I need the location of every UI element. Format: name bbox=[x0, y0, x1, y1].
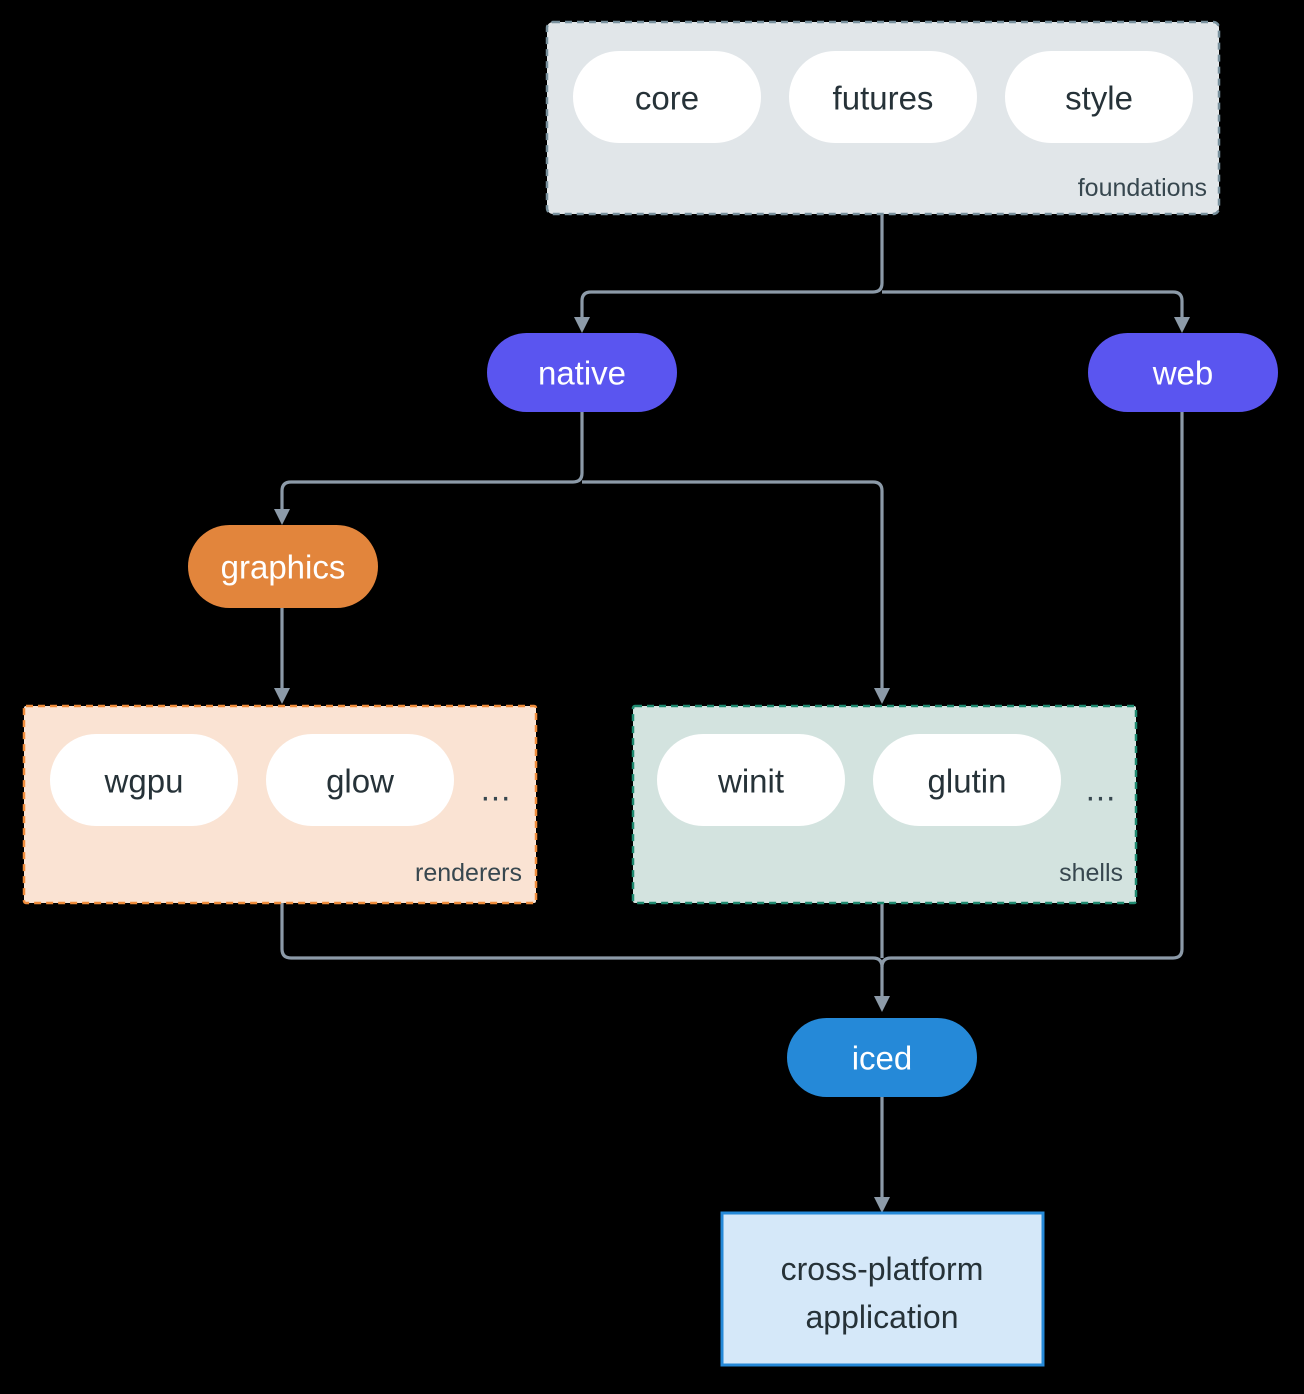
node-application[interactable]: cross-platform application bbox=[720, 1211, 1045, 1367]
node-web-shape bbox=[1088, 333, 1278, 412]
node-application-label-line2: application bbox=[806, 1299, 959, 1335]
pill-glutin-label: glutin bbox=[928, 763, 1007, 800]
renderers-more-ellipsis: ... bbox=[481, 771, 512, 808]
pill-wgpu-label: wgpu bbox=[104, 763, 184, 800]
pill-winit-shape bbox=[657, 734, 845, 826]
pill-glow-label: glow bbox=[326, 763, 394, 800]
node-graphics-label: graphics bbox=[221, 549, 346, 586]
node-graphics-shape bbox=[188, 525, 378, 608]
group-foundations-label: foundations bbox=[1078, 174, 1207, 202]
arrowhead-web bbox=[1174, 317, 1190, 333]
group-foundations[interactable]: core futures style foundations bbox=[545, 20, 1221, 216]
pill-winit[interactable]: winit bbox=[657, 734, 845, 826]
arrowhead-iced bbox=[874, 996, 890, 1012]
pill-winit-label: winit bbox=[717, 763, 784, 800]
node-application-label-line1: cross-platform bbox=[781, 1251, 984, 1287]
arrowhead-renderers bbox=[274, 688, 290, 704]
pill-core[interactable]: core bbox=[573, 51, 761, 143]
shells-more-ellipsis: ... bbox=[1086, 771, 1117, 808]
pill-wgpu-shape bbox=[50, 734, 238, 826]
pill-glutin[interactable]: glutin bbox=[873, 734, 1061, 826]
edge-native-to-shells bbox=[582, 480, 884, 692]
arrowhead-application bbox=[874, 1197, 890, 1213]
edge-foundations-fork-right bbox=[882, 290, 1184, 321]
pill-futures[interactable]: futures bbox=[789, 51, 977, 143]
pill-style[interactable]: style bbox=[1005, 51, 1193, 143]
edge-web-to-iced bbox=[880, 412, 1184, 968]
group-renderers-label: renderers bbox=[415, 859, 522, 887]
pill-style-shape bbox=[1005, 51, 1193, 143]
pill-futures-label: futures bbox=[833, 80, 934, 117]
edge-layer bbox=[274, 214, 1190, 1213]
edge-foundations-to-native-web bbox=[580, 214, 884, 321]
edge-native-to-graphics bbox=[280, 412, 584, 513]
pill-wgpu[interactable]: wgpu bbox=[50, 734, 238, 826]
group-shells[interactable]: winit glutin ... shells bbox=[631, 704, 1138, 905]
pill-futures-shape bbox=[789, 51, 977, 143]
group-shells-label: shells bbox=[1059, 859, 1123, 887]
node-iced-shape bbox=[787, 1018, 977, 1097]
arrowhead-graphics bbox=[274, 509, 290, 525]
group-renderers[interactable]: wgpu glow ... renderers bbox=[22, 704, 538, 905]
node-web[interactable]: web bbox=[1088, 333, 1278, 412]
node-native-label: native bbox=[538, 355, 626, 392]
node-native-shape bbox=[487, 333, 677, 412]
node-application-shape bbox=[720, 1211, 1045, 1367]
arrowhead-shells bbox=[874, 688, 890, 704]
node-iced[interactable]: iced bbox=[787, 1018, 977, 1097]
node-web-label: web bbox=[1152, 355, 1214, 392]
pill-glow-shape bbox=[266, 734, 454, 826]
pill-glow[interactable]: glow bbox=[266, 734, 454, 826]
pill-core-shape bbox=[573, 51, 761, 143]
node-iced-label: iced bbox=[852, 1040, 913, 1077]
arrowhead-native bbox=[574, 317, 590, 333]
edge-renderers-to-iced bbox=[280, 903, 884, 1000]
node-native[interactable]: native bbox=[487, 333, 677, 412]
pill-style-label: style bbox=[1065, 80, 1133, 117]
pill-glutin-shape bbox=[873, 734, 1061, 826]
node-graphics[interactable]: graphics bbox=[188, 525, 378, 608]
pill-core-label: core bbox=[635, 80, 699, 117]
